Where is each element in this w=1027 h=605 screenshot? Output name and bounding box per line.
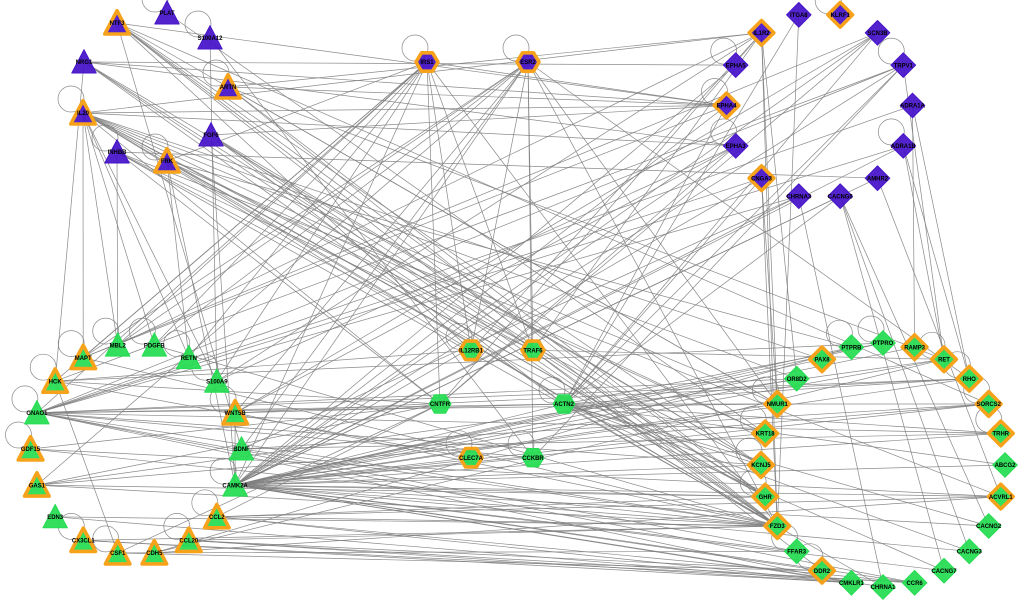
svg-text:CACNG5: CACNG5 xyxy=(828,194,854,200)
svg-text:CCKBR: CCKBR xyxy=(522,456,544,462)
svg-text:FGF6: FGF6 xyxy=(203,133,219,139)
svg-text:CACNG2: CACNG2 xyxy=(976,524,1002,530)
svg-text:IRS1: IRS1 xyxy=(420,60,434,66)
svg-text:PLAT: PLAT xyxy=(159,11,174,17)
svg-text:EPHA5: EPHA5 xyxy=(726,63,746,69)
svg-text:S100A9: S100A9 xyxy=(206,379,228,385)
svg-text:RETN: RETN xyxy=(181,356,197,362)
svg-text:KRT18: KRT18 xyxy=(756,432,776,438)
svg-text:TRHR: TRHR xyxy=(993,432,1010,438)
svg-text:HCK: HCK xyxy=(49,379,63,385)
svg-text:IL20: IL20 xyxy=(77,111,90,117)
svg-text:CNTFR: CNTFR xyxy=(430,402,451,408)
svg-text:CLEC7A: CLEC7A xyxy=(459,456,483,462)
svg-text:KCNJ5: KCNJ5 xyxy=(751,463,771,469)
svg-text:ABCG2: ABCG2 xyxy=(995,463,1016,469)
svg-text:CAMK2A: CAMK2A xyxy=(222,483,248,489)
svg-text:FZD3: FZD3 xyxy=(770,524,786,530)
svg-text:WNT5B: WNT5B xyxy=(225,411,247,417)
svg-text:GDF15: GDF15 xyxy=(21,447,41,453)
svg-text:CMKLR1: CMKLR1 xyxy=(839,581,864,587)
svg-text:GHR: GHR xyxy=(759,495,773,501)
svg-text:EPHA4: EPHA4 xyxy=(717,104,737,110)
svg-text:SORCS2: SORCS2 xyxy=(976,402,1001,408)
svg-text:CCL2: CCL2 xyxy=(209,515,225,521)
svg-text:CDH5: CDH5 xyxy=(146,551,163,557)
svg-text:MAPT: MAPT xyxy=(75,356,92,362)
svg-text:NTF3: NTF3 xyxy=(110,21,126,27)
svg-text:TRPV1: TRPV1 xyxy=(894,63,914,69)
svg-text:GAS1: GAS1 xyxy=(29,483,46,489)
svg-text:IL12RB1: IL12RB1 xyxy=(459,349,483,355)
svg-text:TRAF6: TRAF6 xyxy=(523,349,543,355)
svg-text:RAMP3: RAMP3 xyxy=(904,345,925,351)
svg-text:ADRA1A: ADRA1A xyxy=(900,104,925,110)
svg-text:CSF1: CSF1 xyxy=(110,551,126,557)
svg-text:ADRA1B: ADRA1B xyxy=(891,144,916,150)
svg-text:BDNF: BDNF xyxy=(233,447,250,453)
svg-text:RET: RET xyxy=(938,358,950,364)
svg-text:CCR6: CCR6 xyxy=(907,581,924,587)
svg-text:RHO: RHO xyxy=(963,377,977,383)
svg-text:CHRNA3: CHRNA3 xyxy=(786,194,811,200)
svg-text:CX3CL1: CX3CL1 xyxy=(72,539,95,545)
svg-text:ACVRL1: ACVRL1 xyxy=(989,495,1013,501)
svg-text:EPHA3: EPHA3 xyxy=(726,144,746,150)
svg-text:MBL2: MBL2 xyxy=(110,343,127,349)
svg-text:CNGA3: CNGA3 xyxy=(751,176,772,182)
svg-text:PDGFB: PDGFB xyxy=(144,343,165,349)
svg-text:NRG1: NRG1 xyxy=(76,60,93,66)
svg-text:PTPRB: PTPRB xyxy=(841,345,862,351)
svg-text:INHBB: INHBB xyxy=(108,150,128,156)
svg-text:SCN3B: SCN3B xyxy=(867,31,888,37)
svg-text:PAX8: PAX8 xyxy=(814,358,830,364)
svg-text:PTPRO: PTPRO xyxy=(873,341,894,347)
svg-text:ACTN2: ACTN2 xyxy=(554,402,574,408)
svg-text:ESR2: ESR2 xyxy=(520,60,536,66)
svg-text:DDR2: DDR2 xyxy=(814,569,831,575)
svg-text:KLRF1: KLRF1 xyxy=(831,13,851,19)
svg-text:EDN3: EDN3 xyxy=(47,515,64,521)
svg-text:OR8D2: OR8D2 xyxy=(787,377,807,383)
svg-text:NMUR1: NMUR1 xyxy=(767,402,789,408)
svg-text:CACNG7: CACNG7 xyxy=(931,569,957,575)
svg-text:ARTN: ARTN xyxy=(220,85,237,91)
svg-text:CCL20: CCL20 xyxy=(179,539,199,545)
svg-text:IL1R2: IL1R2 xyxy=(753,31,770,37)
svg-text:S100A12: S100A12 xyxy=(198,36,223,42)
svg-text:FFAR3: FFAR3 xyxy=(787,550,807,556)
svg-text:ITGA8: ITGA8 xyxy=(790,13,808,19)
svg-text:GNAO1: GNAO1 xyxy=(26,411,48,417)
svg-text:CHRNA1: CHRNA1 xyxy=(871,585,896,591)
svg-text:FRK: FRK xyxy=(161,159,174,165)
svg-text:CACNG3: CACNG3 xyxy=(957,550,983,556)
svg-text:AMHR2: AMHR2 xyxy=(867,176,889,182)
